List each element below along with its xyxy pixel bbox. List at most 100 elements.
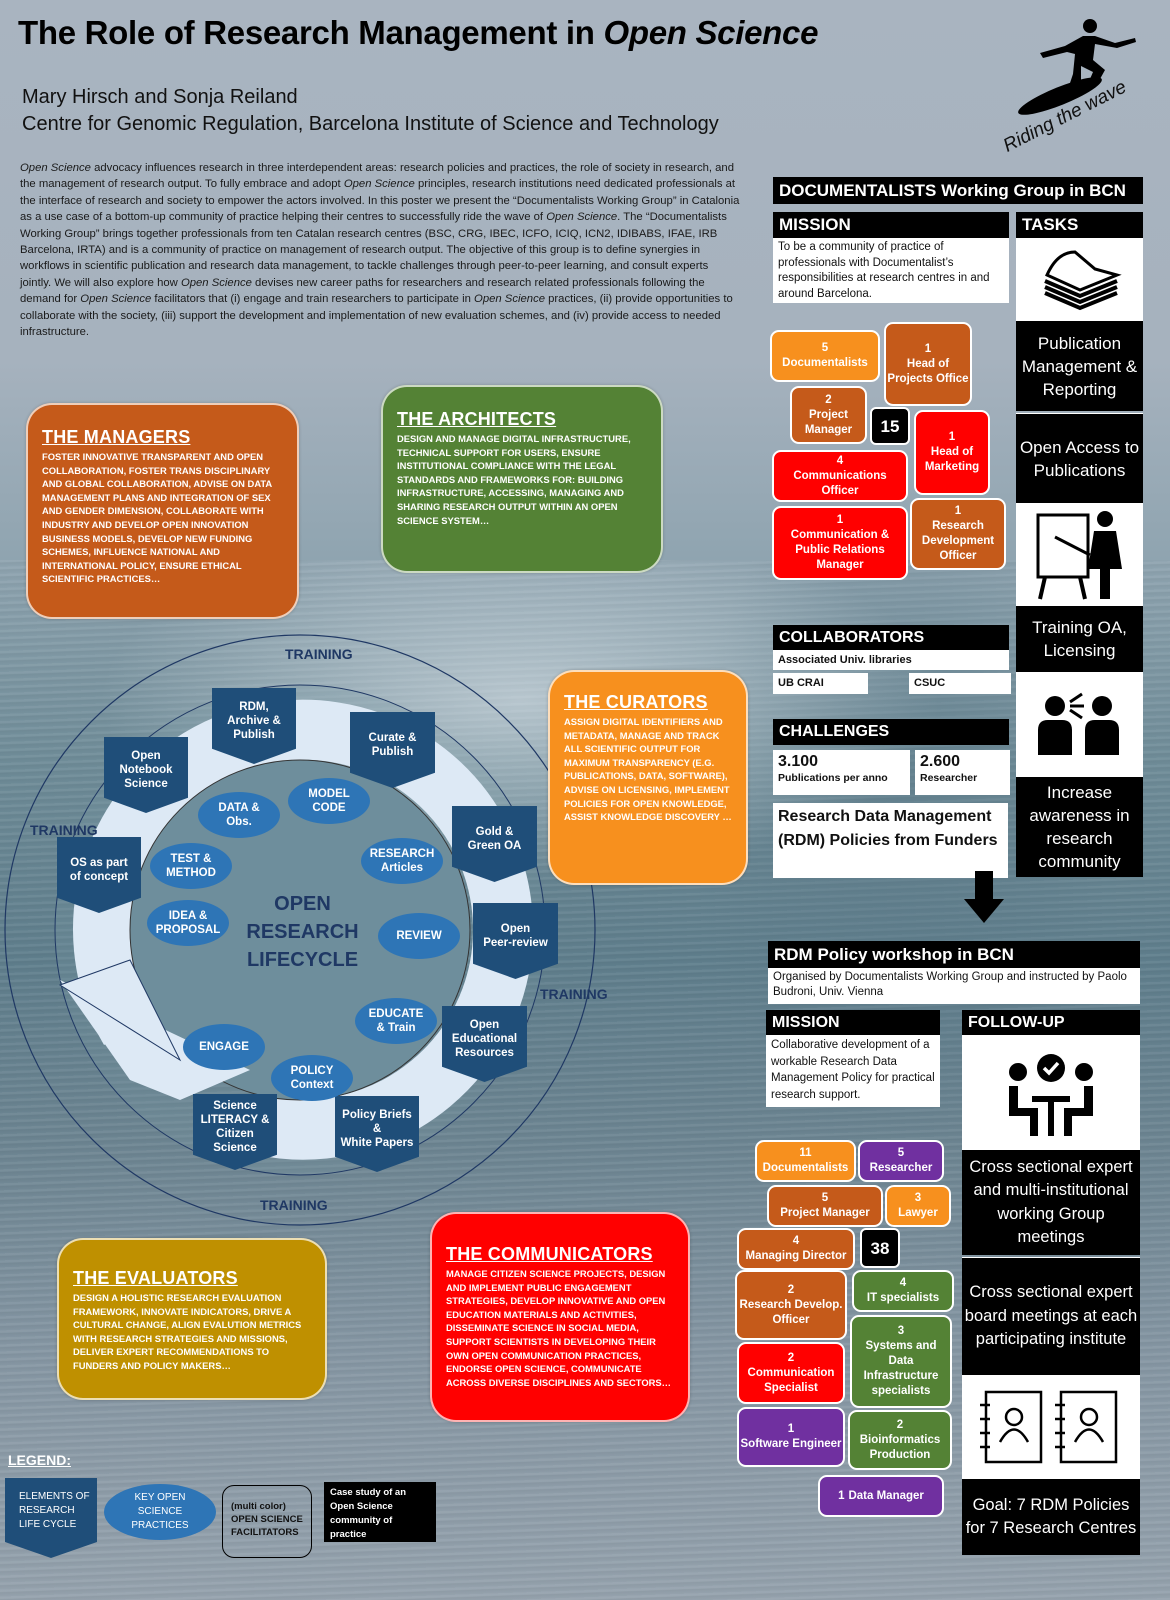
paper-stack-icon	[1043, 250, 1122, 311]
tasks-label: TASKS	[1016, 212, 1143, 238]
element-policy-briefs: Policy Briefs & White Papers	[335, 1096, 419, 1172]
wg-mission-text: To be a community of practice of profess…	[773, 238, 1009, 303]
role-text: MANAGE CITIZEN SCIENCE PROJECTS, DESIGN …	[446, 1268, 672, 1388]
followup-board-meetings: Cross sectional expert board meetings at…	[962, 1257, 1140, 1375]
training-label: TRAINING	[30, 822, 98, 838]
element-open-educational-resources: Open Educational Resources	[442, 1006, 527, 1082]
practice-educate-train: EDUCATE & Train	[355, 998, 437, 1044]
lifecycle-center-title: OPEN RESEARCH LIFECYCLE	[246, 893, 359, 971]
followup-goal: Goal: 7 RDM Policies for 7 Research Cent…	[962, 1479, 1140, 1555]
affiliation: Centre for Genomic Regulation, Barcelona…	[22, 113, 719, 135]
challenge-publications: 3.100 Publications per anno	[773, 750, 910, 795]
role-title: THE EVALUATORS	[73, 1268, 238, 1288]
poster-title: The Role of Research Management in Open …	[18, 14, 819, 51]
task-paper-stack	[1016, 238, 1143, 321]
teacher-whiteboard-icon	[1036, 511, 1122, 600]
collaborator-ub-crai: UB CRAI	[773, 673, 868, 694]
role-text: DESIGN AND MANAGE DIGITAL INFRASTRUCTURE…	[397, 433, 631, 526]
role-managers: THE MANAGERS FOSTER INNOVATIVE TRANSPARE…	[26, 403, 299, 619]
practice-engage: ENGAGE	[183, 1024, 265, 1070]
role-title: THE MANAGERS	[42, 427, 191, 447]
legend-facilitators: (multi color) OPEN SCIENCE FACILITATORS	[222, 1485, 312, 1558]
legend-case-study: Case study of an Open Science community …	[324, 1482, 436, 1542]
legend-title: LEGEND:	[8, 1452, 71, 1468]
role-text: FOSTER INNOVATIVE TRANSPARENT AND OPEN C…	[42, 451, 272, 585]
element-os-concept: OS as part of concept	[57, 837, 141, 913]
element-open-notebook: Open Notebook Science	[104, 737, 188, 813]
practice-test-method: TEST & METHOD	[150, 843, 232, 889]
training-label: TRAINING	[540, 986, 608, 1002]
wg-total-count: 15	[870, 407, 910, 445]
followup-policy-figure	[962, 1375, 1140, 1479]
ws-total-count: 38	[860, 1228, 900, 1268]
element-curate-publish: Curate & Publish	[350, 712, 435, 788]
workshop-title: RDM Policy workshop in BCN	[768, 941, 1140, 968]
practice-policy-context: POLICY Context	[271, 1055, 353, 1101]
people-talking-icon	[1037, 692, 1119, 755]
workshop-mission-text: Collaborative development of a workable …	[766, 1035, 940, 1107]
role-architects: THE ARCHITECTS DESIGN AND MANAGE DIGITAL…	[381, 385, 663, 573]
authors: Mary Hirsch and Sonja Reiland	[22, 86, 298, 108]
collaborators-label: COLLABORATORS	[773, 625, 1009, 650]
role-title: THE CURATORS	[564, 692, 708, 712]
legend-elements: ELEMENTS OF RESEARCH LIFE CYCLE	[5, 1478, 97, 1558]
practice-review: REVIEW	[378, 913, 460, 959]
workshop-mission-label: MISSION	[766, 1010, 940, 1035]
role-communicators: THE COMMUNICATORS MANAGE CITIZEN SCIENCE…	[430, 1212, 690, 1422]
legend-practices: KEY OPEN SCIENCE PRACTICES	[104, 1484, 216, 1540]
followup-label: FOLLOW-UP	[962, 1010, 1140, 1035]
element-open-peer-review: Open Peer-review	[473, 903, 558, 979]
task-increase-awareness: Increase awareness in research community	[1016, 777, 1143, 877]
challenge-rdm-policies: Research Data Management (RDM) Policies …	[773, 803, 1008, 878]
collaborator-csuc: CSUC	[909, 673, 1011, 694]
training-label: TRAINING	[260, 1197, 328, 1213]
role-text: DESIGN A HOLISTIC RESEARCH EVALUATION FR…	[73, 1292, 302, 1371]
role-title: THE COMMUNICATORS	[446, 1244, 653, 1264]
surfer-logo-icon	[1018, 19, 1136, 115]
practice-idea-proposal: IDEA & PROPOSAL	[147, 900, 229, 946]
workshop-subtitle: Organised by Documentalists Working Grou…	[768, 968, 1140, 1004]
collaborators-sub: Associated Univ. libraries	[773, 650, 1009, 670]
open-research-lifecycle: TRAINING TRAINING TRAINING TRAINING OPEN…	[0, 600, 760, 1240]
task-training-figure	[1016, 503, 1143, 606]
element-science-literacy: Science LITERACY & Citizen Science	[193, 1094, 277, 1170]
practice-data-obs: DATA & Obs.	[198, 792, 280, 838]
followup-working-group-meetings: Cross sectional expert and multi-institu…	[962, 1150, 1140, 1255]
element-gold-green-oa: Gold & Green OA	[452, 806, 537, 882]
role-evaluators: THE EVALUATORS DESIGN A HOLISTIC RESEARC…	[57, 1238, 327, 1400]
role-text: ASSIGN DIGITAL IDENTIFIERS AND METADATA,…	[564, 716, 732, 823]
challenges-label: CHALLENGES	[773, 719, 1009, 745]
task-awareness-figure	[1016, 672, 1143, 777]
followup-meeting-figure	[962, 1035, 1140, 1150]
challenge-researchers: 2.600 Researcher	[915, 750, 1010, 795]
wg-mission-label: MISSION	[773, 212, 1009, 238]
down-arrow-icon	[964, 865, 1004, 923]
role-title: THE ARCHITECTS	[397, 409, 557, 429]
practice-model-code: MODEL CODE	[288, 778, 370, 824]
working-group-title: DOCUMENTALISTS Working Group in BCN	[773, 177, 1143, 204]
training-label: TRAINING	[285, 646, 353, 662]
address-book-icon	[980, 1390, 1118, 1464]
abstract: Open Science advocacy influences researc…	[20, 162, 740, 339]
element-rdm-archive: RDM, Archive & Publish	[212, 688, 296, 764]
task-training-oa: Training OA, Licensing	[1016, 606, 1143, 672]
role-curators: THE CURATORS ASSIGN DIGITAL IDENTIFIERS …	[548, 670, 748, 885]
